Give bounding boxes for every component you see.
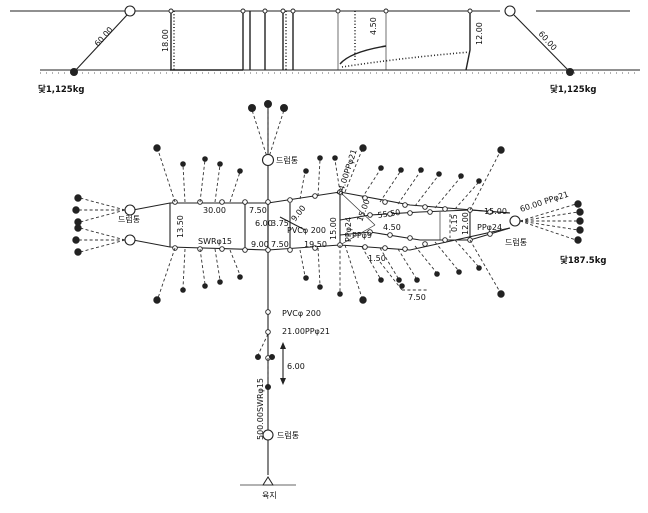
- float: [168, 8, 174, 14]
- pp24-b-label: PPφ24: [477, 223, 502, 232]
- anchor-weight-left: 닻1,125kg: [38, 84, 84, 95]
- anchor-right: [566, 68, 574, 76]
- funnel-upper: [339, 209, 511, 221]
- swr-label: SWRφ15: [198, 237, 232, 246]
- drum-top-label: 드럼통: [276, 156, 298, 165]
- drum-bottom-label: 드럼통: [277, 431, 299, 440]
- drum-buoy-left-bottom: [124, 234, 136, 246]
- swr500-label: 500.00SWRφ15: [256, 378, 265, 440]
- drum-left-label: 드럼통: [118, 215, 140, 224]
- dim-label: 0.15: [450, 214, 459, 232]
- float: [290, 8, 296, 14]
- dim-label: 1.50: [368, 254, 386, 263]
- floats-top-edge: [172, 189, 493, 253]
- dim-label: 9.00: [289, 204, 307, 224]
- left-rope-label: 60.00: [93, 25, 115, 48]
- funnel-diagonal-2: [339, 224, 376, 246]
- dim-label: 4.50: [383, 223, 401, 232]
- net-depth-label-2: 4.50: [369, 17, 378, 35]
- net-wall-9: [465, 11, 471, 71]
- mooring-rope-right: [513, 14, 571, 73]
- plan-view: 드럼통: [72, 100, 606, 500]
- anchor-line: [251, 109, 269, 161]
- dim-label: 12.00: [461, 212, 470, 235]
- pvc-mid-label: PVCφ 200: [287, 226, 326, 235]
- arrow-up-icon: [280, 342, 286, 349]
- anchor: [255, 354, 261, 360]
- anchor-left: [70, 68, 78, 76]
- float: [265, 309, 271, 315]
- surface-buoy-left: [124, 5, 136, 17]
- funnel-lower: [339, 227, 511, 241]
- drum-buoy-right: [509, 215, 521, 227]
- float: [262, 8, 268, 14]
- net-depth-label-1: 18.00: [161, 29, 170, 52]
- anchor-weight-right-plan: 닻187.5kg: [560, 255, 606, 266]
- dim-label: 15.00: [329, 217, 338, 240]
- pp60-label: 60.00 PPφ21: [519, 190, 570, 214]
- dim-label: 15.00: [355, 198, 371, 223]
- drum-buoy-bottom: [262, 429, 274, 441]
- net-top-edge: [132, 191, 511, 214]
- dim-label: 7.50: [271, 240, 289, 249]
- net-depth-label-3: 12.00: [475, 22, 484, 45]
- dim-750-dashed: [379, 261, 403, 291]
- left-anchor-fan: [72, 194, 136, 256]
- float: [335, 8, 341, 14]
- dim-label: 3.75: [271, 219, 289, 228]
- net-funnel-curve: [339, 45, 387, 65]
- float: [467, 8, 473, 14]
- float: [280, 8, 286, 14]
- dim-label: 6.00: [287, 362, 305, 371]
- drum-buoy-top: [261, 153, 275, 167]
- dim-label: 7.50: [249, 206, 267, 215]
- dim-label: 13.50: [176, 215, 185, 238]
- arrow-down-icon: [280, 378, 286, 385]
- dim-label: 6.00: [255, 219, 273, 228]
- dim-label: 55.50: [377, 208, 401, 220]
- mooring-rope-left: [73, 14, 128, 73]
- drum-right-label: 드럼통: [505, 238, 527, 247]
- dim-label: 19.50: [304, 240, 327, 249]
- float: [383, 8, 389, 14]
- dim-label: 15.00: [484, 207, 507, 216]
- dim-label: 9.00: [251, 240, 269, 249]
- lower-anchor-lines: [153, 239, 505, 304]
- anchor: [248, 104, 256, 112]
- pp54-label: 54.00PPφ21: [335, 148, 358, 196]
- anchor: [269, 354, 275, 360]
- pp21-label: 21.00PPφ21: [282, 327, 330, 336]
- funnel-diagonal: [339, 191, 376, 226]
- dim-label: 7.50: [408, 293, 426, 302]
- shore-triangle-icon: [262, 476, 274, 486]
- float: [240, 8, 246, 14]
- anchor-weight-right: 닻1,125kg: [550, 84, 596, 95]
- right-anchor-fan: [509, 200, 584, 244]
- net-floor-mesh: [341, 51, 471, 68]
- anchor: [265, 384, 271, 390]
- drum-buoy-left-top: [124, 204, 136, 216]
- pp9-label: PPφ9: [352, 231, 372, 240]
- upper-anchor-lines: [153, 144, 505, 211]
- pvc-lead-label: PVCφ 200: [282, 309, 321, 318]
- anchor: [280, 104, 288, 112]
- pvc-arrow-line: [279, 216, 306, 231]
- anchor-line: [267, 109, 285, 161]
- float: [265, 329, 271, 335]
- section-view: 60.00 60.00 18.00 4.50 12.00 닻1,125kg 닻1…: [10, 5, 640, 95]
- lead-anchor-line: [257, 333, 269, 356]
- dim-label: 30.00: [203, 206, 226, 215]
- shore-label: 육지: [262, 491, 277, 500]
- anchor: [264, 100, 272, 108]
- net-bottom-edge: [132, 227, 511, 251]
- pp24-a-label: PPφ24: [344, 217, 353, 242]
- surface-buoy-right: [504, 5, 516, 17]
